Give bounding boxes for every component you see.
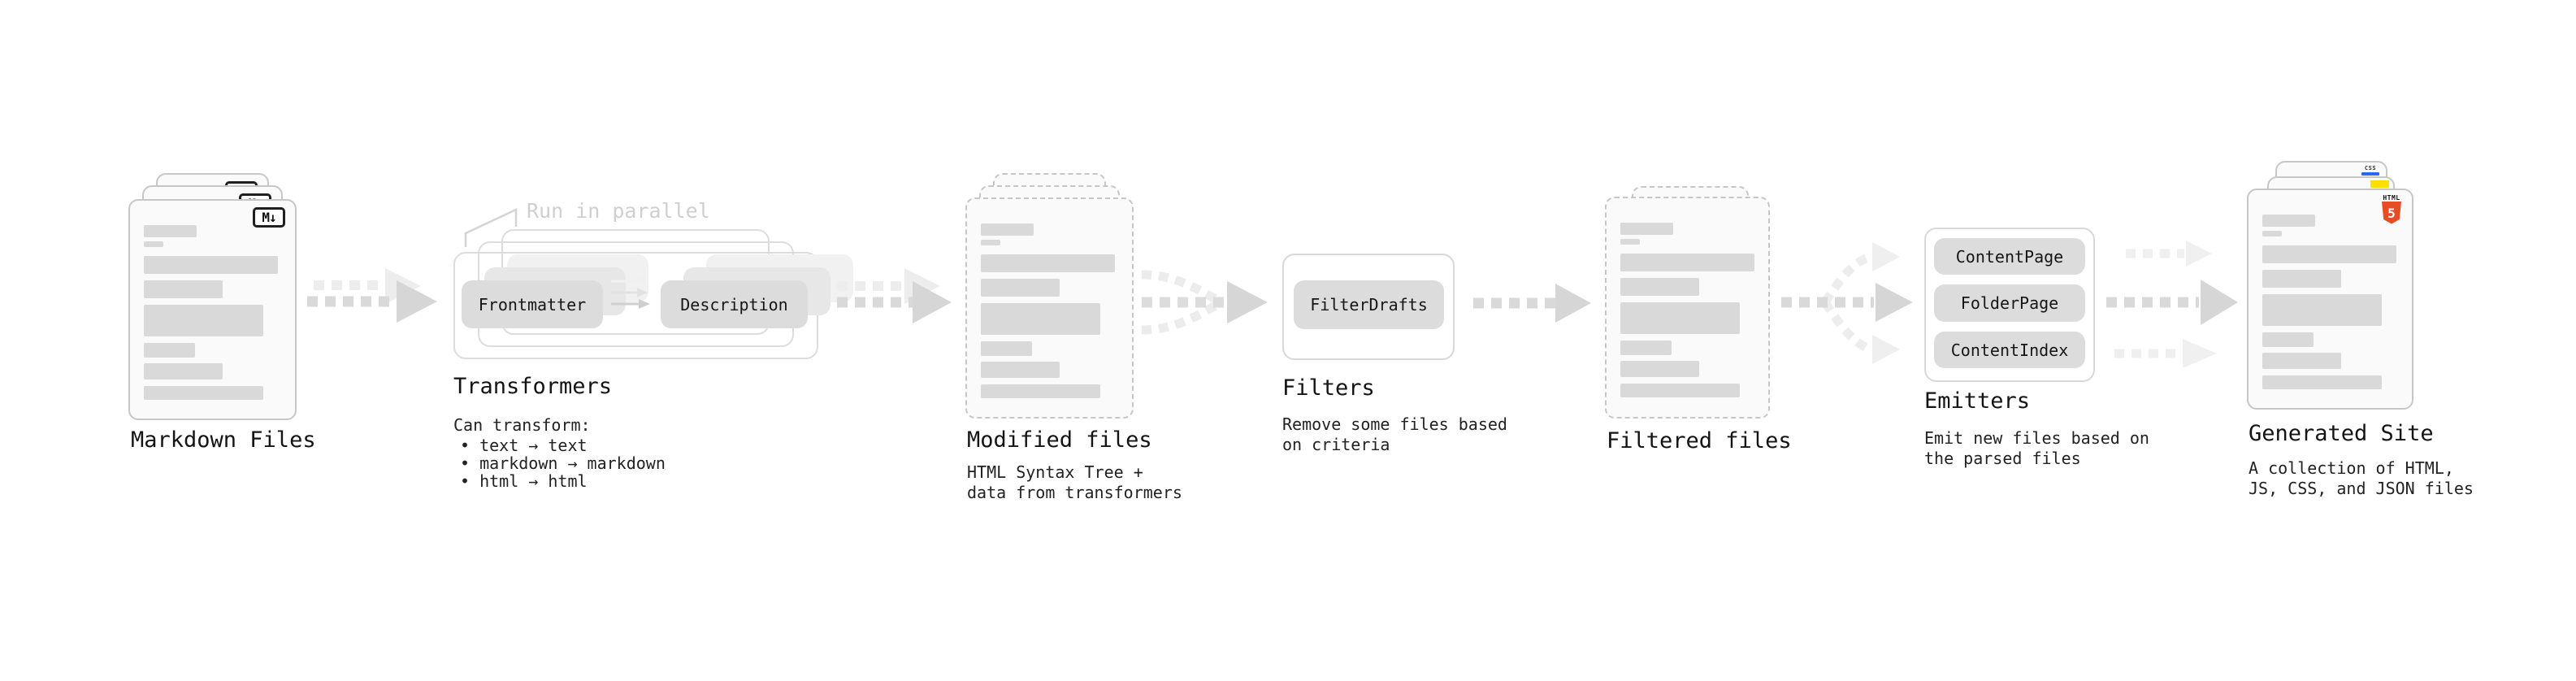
placeholder-bar <box>144 305 263 336</box>
stage-title-transformers: Transformers <box>453 374 613 399</box>
filter-drafts-node: FilterDrafts <box>1294 280 1444 329</box>
placeholder-bar <box>144 386 263 400</box>
stage-transformers: Run in parallel Frontmatter Description … <box>453 195 853 496</box>
filtered-file-card-front <box>1605 197 1770 419</box>
folder-page-node: FolderPage <box>1934 284 2085 322</box>
filters-desc-line2: on criteria <box>1282 435 1390 454</box>
placeholder-bar <box>981 254 1115 272</box>
placeholder-bar <box>144 225 197 237</box>
html5-shield: 5 <box>2382 202 2401 224</box>
frontmatter-node: Frontmatter <box>462 280 603 328</box>
js-icon <box>2370 180 2389 188</box>
stage-label-markdown-files: Markdown Files <box>131 427 316 453</box>
transformers-desc-heading: Can transform: <box>453 415 591 435</box>
content-index-node: ContentIndex <box>1934 332 2085 368</box>
generated-desc-line2: JS, CSS, and JSON files <box>2249 479 2474 498</box>
generated-file-card-html: HTML 5 <box>2247 189 2413 410</box>
flow-arrow-modified-to-filters <box>1141 270 1268 335</box>
placeholder-bar <box>2262 245 2396 263</box>
stage-title-filters: Filters <box>1282 375 1375 401</box>
placeholder-bar <box>981 384 1100 398</box>
placeholder-bar <box>144 256 278 274</box>
emitters-desc-line2: the parsed files <box>1924 449 2081 468</box>
transform-bullet-markdown: • markdown → markdown <box>460 453 666 473</box>
placeholder-bar <box>2262 294 2382 326</box>
placeholder-bar <box>1620 223 1673 235</box>
run-in-parallel-note: Run in parallel <box>527 199 710 223</box>
note-leader-line <box>464 208 518 247</box>
css-icon-underline <box>2361 172 2379 176</box>
stage-label-modified-files: Modified files <box>967 427 1152 453</box>
modified-desc-line1: HTML Syntax Tree + <box>967 462 1143 482</box>
emitters-desc-line1: Emit new files based on <box>1924 428 2149 448</box>
placeholder-bar <box>1620 361 1699 377</box>
placeholder-bar <box>1620 384 1740 397</box>
placeholder-bar <box>1620 239 1640 245</box>
placeholder-bar <box>1620 302 1740 334</box>
stage-filters: FilterDrafts Filters Remove some files b… <box>1282 228 1507 471</box>
placeholder-bar <box>1620 254 1754 271</box>
transform-bullet-html: • html → html <box>460 471 588 491</box>
html5-icon: HTML 5 <box>2381 194 2402 228</box>
flow-arrow-filtered-to-emitters <box>1781 242 1913 364</box>
modified-file-card-front <box>965 197 1134 419</box>
placeholder-bar <box>2262 375 2382 389</box>
placeholder-bar <box>144 280 223 298</box>
placeholder-bar <box>2262 270 2341 288</box>
placeholder-bar <box>981 303 1100 335</box>
placeholder-bar <box>981 279 1060 297</box>
placeholder-bar <box>1620 278 1699 296</box>
html5-icon-number: 5 <box>2387 206 2396 221</box>
placeholder-bar <box>981 240 1000 245</box>
markdown-icon: M↓ <box>253 207 285 228</box>
css-icon-word: CSS <box>2364 165 2377 171</box>
placeholder-bar <box>144 363 223 380</box>
stage-markdown-files: M↓ M↓ M↓ Markdown Files <box>128 161 356 486</box>
stage-filtered-files: Filtered files <box>1605 161 1816 486</box>
flow-arrow-transformers-to-modified <box>837 268 952 323</box>
html5-icon-word: HTML <box>2383 194 2400 202</box>
placeholder-bar <box>144 241 163 247</box>
flow-arrow-markdown-to-transformers <box>307 268 437 323</box>
placeholder-bar <box>1620 340 1672 355</box>
description-node: Description <box>661 280 808 328</box>
stage-emitters: ContentPage FolderPage ContentIndex Emit… <box>1924 203 2149 479</box>
flow-arrow-emitters-to-generated <box>2106 241 2238 367</box>
content-page-node: ContentPage <box>1934 238 2085 275</box>
stage-title-emitters: Emitters <box>1924 388 2031 414</box>
stage-generated-site: CSS HTML 5 Generated Site A collection o… <box>2247 154 2474 512</box>
filters-desc-line1: Remove some files based <box>1282 414 1507 434</box>
placeholder-bar <box>144 343 195 358</box>
stage-label-filtered-files: Filtered files <box>1607 428 1792 453</box>
placeholder-bar <box>2262 332 2314 347</box>
stage-label-generated-site: Generated Site <box>2249 421 2434 446</box>
markdown-file-card-front: M↓ <box>128 199 297 420</box>
parallel-mini-arrows <box>611 276 650 309</box>
transform-bullet-text: • text → text <box>460 436 588 455</box>
modified-desc-line2: data from transformers <box>967 483 1182 502</box>
placeholder-bar <box>981 223 1034 236</box>
placeholder-bar <box>981 341 1032 356</box>
placeholder-bar <box>2262 231 2282 236</box>
stage-modified-files: Modified files HTML Syntax Tree + data f… <box>965 161 1193 518</box>
flow-arrow-filters-to-filtered <box>1473 284 1591 323</box>
placeholder-bar <box>2262 215 2315 227</box>
placeholder-bar <box>981 362 1060 378</box>
placeholder-bar <box>2262 353 2341 369</box>
generated-desc-line1: A collection of HTML, <box>2249 458 2454 478</box>
css-icon: CSS <box>2361 166 2379 176</box>
